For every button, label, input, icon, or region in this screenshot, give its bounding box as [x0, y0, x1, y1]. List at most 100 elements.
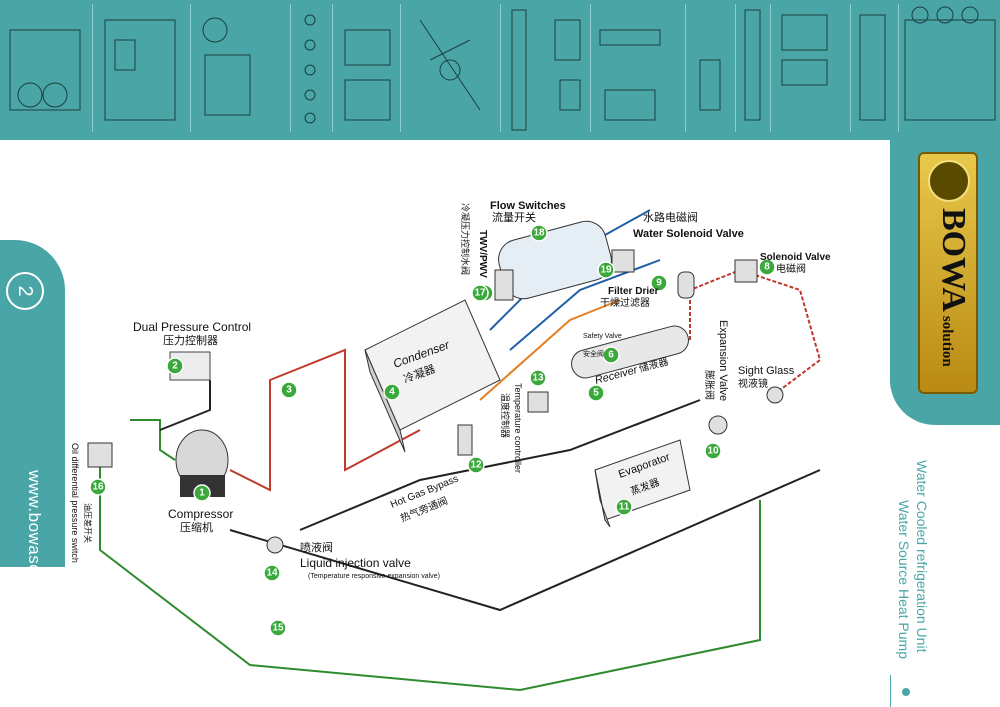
left-sidebar-tab — [0, 240, 65, 567]
wsv-label-cn: 水路电磁阀 — [643, 210, 698, 224]
badge-4: 4 — [383, 383, 401, 401]
bowa-logo: BOWA solution — [918, 152, 978, 394]
red-pipe — [689, 268, 822, 391]
badge-17: 17 — [471, 284, 489, 302]
svg-text:15: 15 — [272, 623, 284, 634]
dpc-label-en: Dual Pressure Control — [133, 320, 251, 334]
side-title-2: Water Source Heat Pump — [896, 500, 912, 659]
tc-label-en: Temperature controller — [513, 383, 523, 473]
svg-text:14: 14 — [266, 568, 278, 579]
badge-14: 14 — [263, 564, 281, 582]
side-divider — [890, 675, 891, 707]
badge-10: 10 — [704, 442, 722, 460]
orange-pipe — [479, 299, 621, 401]
badge-3: 3 — [280, 381, 298, 399]
sight-glass — [766, 386, 784, 404]
wsv-label-en: Water Solenoid Valve — [633, 228, 744, 240]
side-bullet-icon — [902, 688, 910, 696]
thumbnail-divider — [850, 4, 851, 132]
filter-label-cn: 干燥过滤器 — [600, 296, 650, 309]
badge-19: 19 — [597, 261, 615, 279]
svg-text:16: 16 — [92, 482, 104, 493]
liv-label-en: Liquid injection valve — [300, 556, 411, 570]
hot-gas-bypass-valve — [457, 424, 473, 456]
twv-label-en: TWV/PWV — [477, 230, 488, 278]
component-thumbnails — [9, 6, 996, 131]
tc-label-cn: 温度控制器 — [500, 393, 511, 438]
badge-13: 13 — [529, 369, 547, 387]
svg-text:3: 3 — [286, 385, 292, 396]
flow-switch-label-cn: 流量开关 — [492, 210, 536, 224]
svg-text:1: 1 — [199, 488, 205, 499]
oil-label-en: Oil differential pressure switch — [70, 443, 80, 563]
safety-label-en: Safety Valve — [583, 333, 622, 340]
svg-text:5: 5 — [593, 388, 599, 399]
thumbnail-divider — [735, 4, 736, 132]
solenoid-valve — [734, 259, 758, 283]
flow-switch-label-en: Flow Switches — [490, 200, 566, 212]
svg-text:18: 18 — [533, 228, 545, 239]
thumbnail-divider — [590, 4, 591, 132]
thumbnail-divider — [190, 4, 191, 132]
badge-8: 8 — [758, 258, 776, 276]
refrigeration-diagram: 1 2 3 4 5 6 7 8 9 10 11 12 13 14 15 16 1… — [70, 200, 831, 692]
twv-valve — [494, 269, 514, 301]
red-pipe — [229, 348, 421, 492]
compressor-label-cn: 压缩机 — [180, 520, 213, 534]
filter-drier — [677, 271, 695, 299]
safety-label-cn: 安全阀 — [583, 349, 604, 358]
svg-text:13: 13 — [532, 373, 544, 384]
page-number: 2 — [6, 272, 44, 310]
svg-text:9: 9 — [656, 278, 662, 289]
badge-16: 16 — [89, 478, 107, 496]
liv-label-sub: (Temperature responsive expansion valve) — [308, 573, 440, 580]
badge-2: 2 — [166, 357, 184, 375]
thumbnail-divider — [92, 4, 93, 132]
thumbnail-divider — [500, 4, 501, 132]
twv-label-cn: 冷凝压力控制水阀 — [460, 203, 471, 275]
thumbnail-divider — [770, 4, 771, 132]
oil-label-cn: 油压差开关 — [83, 503, 93, 543]
badge-9: 9 — [650, 274, 668, 292]
brand-suffix: solution — [939, 315, 955, 367]
sg-label-en: Sight Glass — [738, 365, 795, 377]
website-url: www.bowasolution.com — [25, 470, 44, 657]
badge-1: 1 — [193, 484, 211, 502]
sg-label-cn: 视液镜 — [738, 377, 768, 390]
badge-18: 18 — [530, 224, 548, 242]
svg-text:19: 19 — [600, 265, 612, 276]
badge-6: 6 — [602, 346, 620, 364]
logo-emblem-icon — [928, 160, 970, 202]
sv-label-en: Solenoid Valve — [760, 252, 831, 263]
black-pipe — [159, 380, 211, 431]
ev-label-en: Expansion Valve — [717, 320, 729, 401]
svg-text:10: 10 — [707, 446, 719, 457]
dpc-label-cn: 压力控制器 — [163, 333, 218, 347]
badge-11: 11 — [615, 498, 633, 516]
top-banner — [0, 0, 1000, 140]
svg-text:2: 2 — [172, 361, 178, 372]
expansion-valve — [708, 415, 728, 435]
thumbnail-divider — [685, 4, 686, 132]
logo-text: BOWA solution — [934, 208, 972, 367]
svg-text:17: 17 — [474, 288, 486, 299]
oil-pressure-switch — [87, 442, 113, 468]
brand-name: BOWA — [935, 208, 972, 312]
svg-text:4: 4 — [389, 387, 395, 398]
svg-text:8: 8 — [764, 262, 770, 273]
temperature-controller — [527, 391, 549, 413]
black-pipe — [299, 399, 701, 531]
thumbnail-divider — [898, 4, 899, 132]
badge-12: 12 — [467, 456, 485, 474]
svg-text:11: 11 — [619, 502, 630, 513]
filter-label-en: Filter Drier — [608, 286, 659, 297]
thumbnail-divider — [332, 4, 333, 132]
thumbnail-divider — [400, 4, 401, 132]
svg-text:6: 6 — [608, 350, 614, 361]
green-pipe — [130, 419, 176, 461]
liquid-injection-valve — [266, 536, 284, 554]
green-pipe — [99, 455, 761, 692]
badge-5: 5 — [587, 384, 605, 402]
receiver — [571, 325, 689, 379]
black-pipe — [229, 469, 821, 612]
